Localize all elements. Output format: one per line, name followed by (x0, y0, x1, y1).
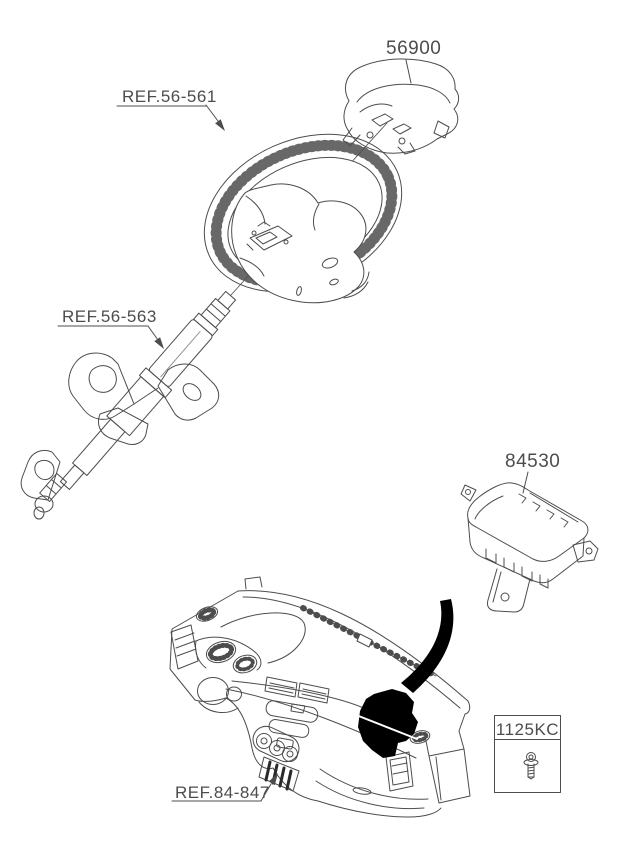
callout-crash-pad-ref[interactable]: REF.84-847 (175, 783, 270, 802)
callout-leaders (57, 104, 278, 802)
driver-airbag-module-drawing (342, 58, 460, 155)
deployment-arrow (401, 599, 454, 693)
deployment-area-crease (350, 712, 418, 740)
callout-steering-column-ref[interactable]: REF.56-563 (62, 307, 157, 326)
passenger-airbag-module-drawing (460, 471, 599, 613)
callout-steering-wheel-ref[interactable]: REF.56-561 (122, 87, 217, 106)
bolt-icon (523, 752, 539, 780)
steering-wheel-drawing (203, 133, 403, 304)
steering-column-drawing (20, 290, 237, 520)
callout-driver-airbag-part-number[interactable]: 56900 (386, 38, 442, 59)
airbag-deployment-area (358, 689, 418, 758)
part-code-box (494, 715, 561, 793)
callout-bolt-kit-code[interactable]: 1125KC (495, 720, 560, 739)
crash-pad-drawing (169, 576, 471, 818)
callout-passenger-airbag-part-number[interactable]: 84530 (505, 451, 561, 472)
